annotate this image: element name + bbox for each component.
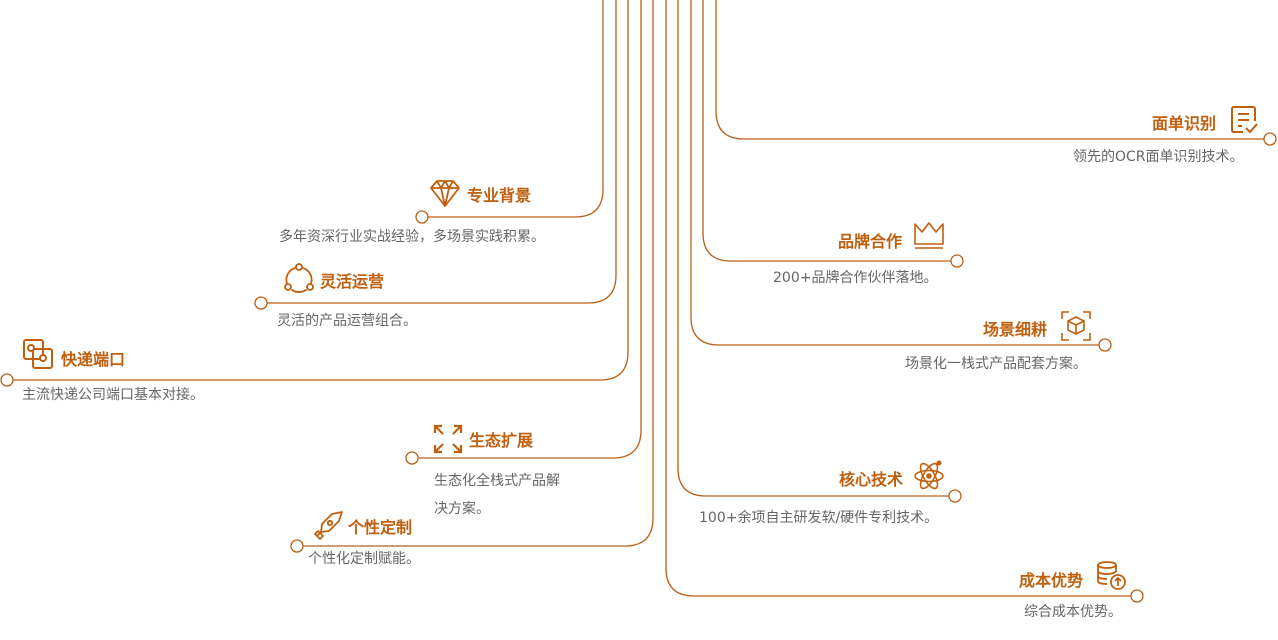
feature-desc: 领先的OCR面单识别技术。 (1073, 149, 1244, 165)
share-nodes-icon (283, 262, 315, 294)
feature-title: 专业背景 (467, 186, 532, 205)
feature-desc: 多年资深行业实战经验，多场景实践积累。 (279, 229, 545, 245)
feature-desc: 200+品牌合作伙伴落地。 (773, 270, 938, 286)
connector-line-cost-advantage (665, 0, 1131, 597)
feature-title: 快递端口 (61, 350, 126, 369)
node-dot-customization (290, 539, 304, 553)
node-dot-core-technology (948, 489, 962, 503)
feature-desc: 灵活的产品运营组合。 (277, 313, 417, 329)
connector-line-brand-cooperation (702, 0, 951, 262)
feature-desc: 100+余项自主研发软/硬件专利技术。 (699, 510, 939, 526)
node-dot-brand-cooperation (950, 254, 964, 268)
node-dot-express-port (0, 373, 14, 387)
cube-scan-icon (1060, 310, 1092, 342)
feature-desc: 主流快递公司端口基本对接。 (22, 387, 204, 403)
feature-title: 生态扩展 (469, 431, 534, 450)
feature-title: 品牌合作 (838, 232, 903, 251)
node-dot-professional-background (415, 210, 429, 224)
feature-desc: 综合成本优势。 (1024, 604, 1122, 620)
node-dot-scenario-cultivation (1098, 338, 1112, 352)
connector-line-customization (303, 0, 654, 547)
crown-icon (913, 220, 945, 252)
coins-up-icon (1096, 560, 1128, 592)
pen-nib-icon (312, 510, 344, 542)
feature-desc-line: 决方案。 (434, 501, 490, 517)
connector-line-ecosystem-expansion (418, 0, 642, 459)
feature-title: 核心技术 (839, 470, 904, 489)
feature-title: 面单识别 (1152, 114, 1217, 133)
connector-line-professional-background (428, 0, 604, 218)
feature-title: 场景细耕 (983, 320, 1048, 339)
connector-line-waybill-recognition (715, 0, 1264, 140)
feature-title: 个性定制 (348, 518, 413, 537)
expand-arrows-icon (432, 423, 464, 455)
connector-line-express-port (13, 0, 629, 381)
feature-title: 成本优势 (1019, 571, 1084, 590)
node-dot-ecosystem-expansion (405, 451, 419, 465)
node-dot-cost-advantage (1130, 589, 1144, 603)
feature-desc-line: 生态化全栈式产品解 (434, 473, 560, 489)
feature-desc: 个性化定制赋能。 (308, 551, 420, 567)
feature-title: 灵活运营 (320, 272, 385, 291)
feature-desc: 场景化一栈式产品配套方案。 (905, 356, 1087, 372)
connector-line-flexible-operation (267, 0, 617, 304)
node-dot-flexible-operation (254, 296, 268, 310)
linked-squares-icon (22, 338, 54, 370)
atom-icon (913, 459, 945, 491)
connector-line-core-technology (677, 0, 949, 497)
diamond-icon (429, 177, 461, 209)
node-dot-waybill-recognition (1263, 132, 1277, 146)
connector-line-scenario-cultivation (690, 0, 1099, 346)
document-check-icon (1229, 104, 1261, 136)
